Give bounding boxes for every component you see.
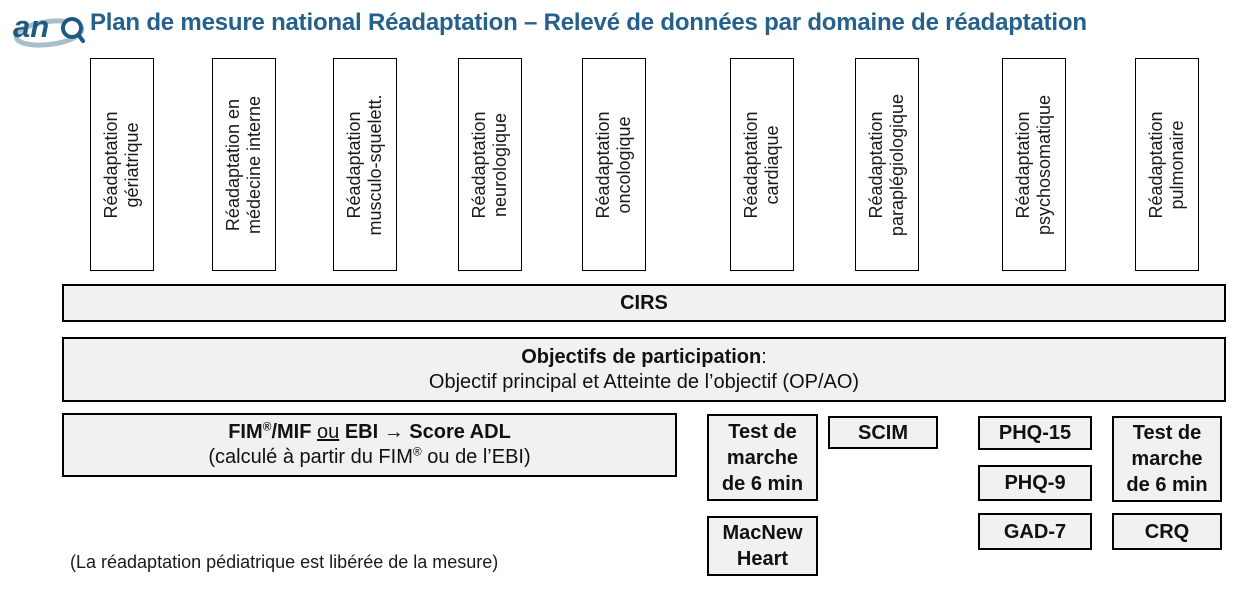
test-marche-6min-pulmonaire-box: Test de marche de 6 min	[1112, 416, 1222, 502]
cirs-bar: CIRS	[62, 284, 1226, 322]
domain-neurologique: Réadaptation neurologique	[458, 58, 522, 271]
domain-label: Réadaptation cardiaque	[740, 110, 782, 219]
fim-ebi-adl-bar: FIM®/MIF ou EBI → Score ADL (calculé à p…	[62, 413, 677, 477]
fim-subtitle-text: ou de l’EBI)	[421, 446, 531, 468]
crq-box: CRQ	[1112, 513, 1222, 550]
page-title: Plan de mesure national Réadaptation – R…	[90, 9, 1087, 36]
domain-label: Réadaptation neurologique	[468, 110, 510, 219]
ou-word: ou	[317, 421, 340, 443]
objectifs-title: Objectifs de participation	[521, 345, 762, 368]
objectifs-participation-bar: Objectifs de participation: Objectif pri…	[62, 337, 1226, 402]
domain-oncologique: Réadaptation oncologique	[582, 58, 646, 271]
fim-subtitle: (calculé à partir du FIM® ou de l’EBI)	[208, 445, 530, 470]
domain-label: Réadaptation pulmonaire	[1145, 110, 1187, 219]
arrow-right-icon: →	[383, 421, 410, 443]
domain-medecine-interne: Réadaptation en médecine interne	[212, 58, 276, 271]
anq-logo-icon: an	[13, 9, 85, 48]
domain-geriatrique: Réadaptation gériatrique	[90, 58, 154, 271]
scim-box: SCIM	[828, 416, 938, 449]
anq-logo-letters: an	[13, 9, 49, 44]
test-marche-6min-cardiaque-box: Test de marche de 6 min	[707, 414, 818, 501]
fim-subtitle-text: (calculé à partir du FIM	[208, 446, 413, 468]
mif-label: /MIF	[271, 421, 318, 443]
macnew-heart-box: MacNew Heart	[707, 516, 818, 576]
score-adl-label: Score ADL	[409, 421, 511, 443]
domain-label: Réadaptation paraplégiologique	[865, 93, 907, 236]
domain-label: Réadaptation en médecine interne	[222, 95, 264, 234]
objectifs-colon: :	[761, 345, 767, 368]
domain-musculo-squelettique: Réadaptation musculo-squelett.	[333, 58, 397, 271]
domain-label: Réadaptation psychosomatique	[1012, 94, 1054, 235]
domain-label: Réadaptation musculo-squelett.	[343, 93, 385, 236]
objectifs-title-line: Objectifs de participation:	[521, 345, 767, 370]
domain-psychosomatique: Réadaptation psychosomatique	[1002, 58, 1066, 271]
registered-mark: ®	[412, 444, 422, 459]
domain-label: Réadaptation gériatrique	[100, 110, 142, 219]
objectifs-subtitle: Objectif principal et Atteinte de l’obje…	[428, 370, 860, 393]
phq-9-box: PHQ-9	[978, 465, 1092, 501]
phq-15-box: PHQ-15	[978, 416, 1092, 450]
fim-label: FIM	[228, 421, 263, 443]
fim-title-line: FIM®/MIF ou EBI → Score ADL	[228, 420, 511, 445]
cirs-label: CIRS	[620, 291, 668, 314]
ebi-label: EBI	[339, 421, 384, 443]
domain-label: Réadaptation oncologique	[592, 110, 634, 219]
domain-cardiaque: Réadaptation cardiaque	[730, 58, 794, 271]
gad-7-box: GAD-7	[978, 513, 1092, 550]
pediatric-exemption-note: (La réadaptation pédiatrique est libérée…	[70, 552, 499, 572]
domain-paraplegiologique: Réadaptation paraplégiologique	[855, 58, 919, 271]
domain-pulmonaire: Réadaptation pulmonaire	[1135, 58, 1199, 271]
registered-mark: ®	[262, 419, 272, 434]
